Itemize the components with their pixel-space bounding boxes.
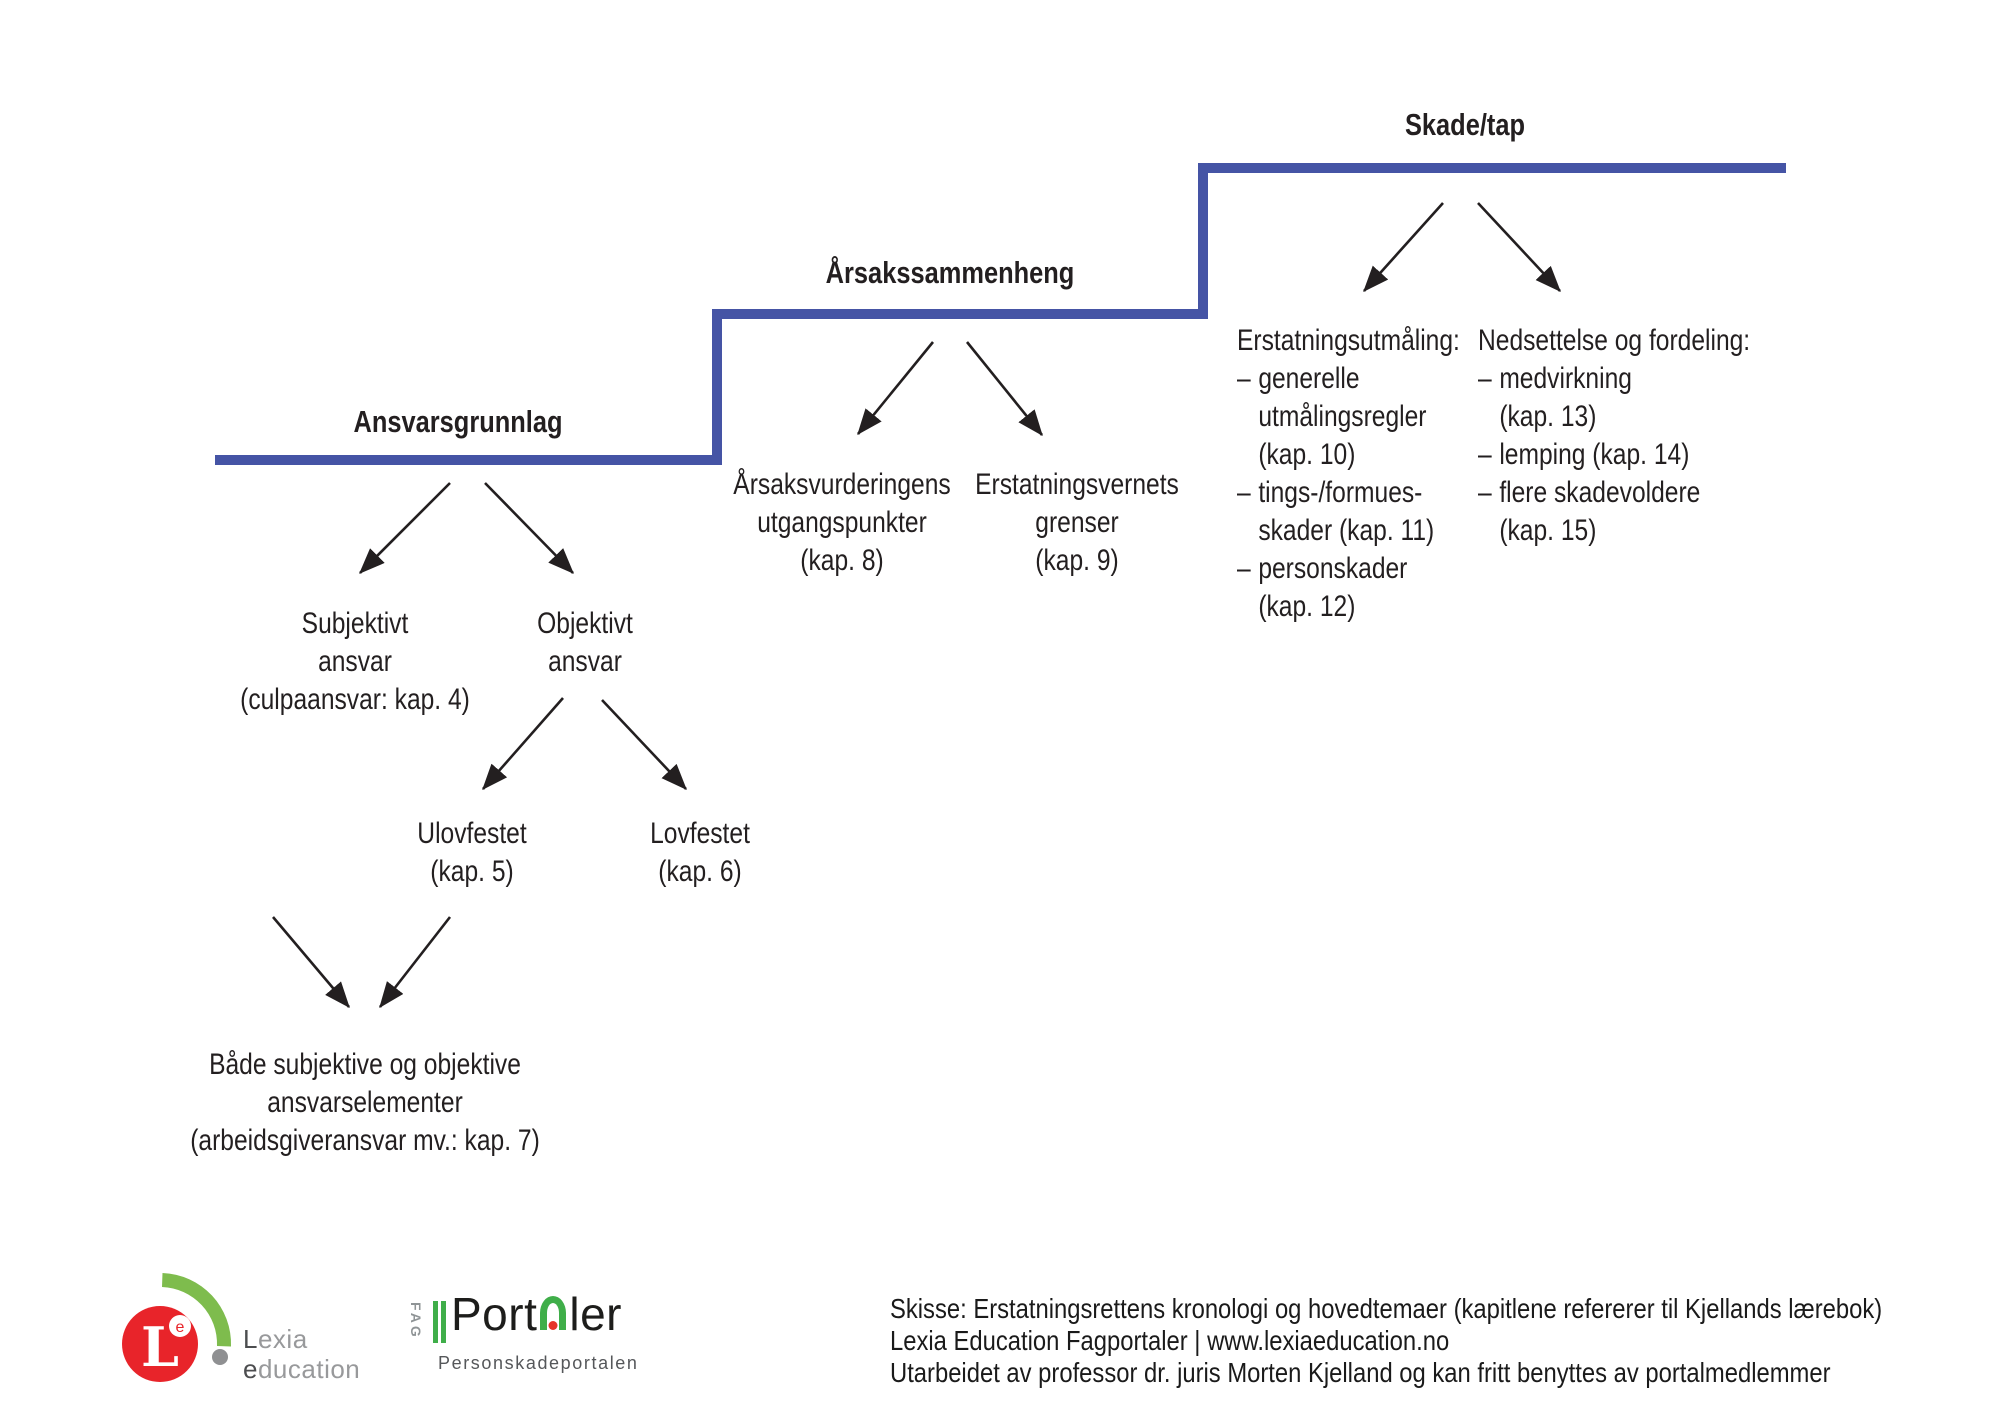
portaler-text-start: Port (451, 1288, 538, 1340)
lexia-mark-e: e (176, 1319, 185, 1336)
list-item: – tings-/formues- skader (kap. 11) (1237, 474, 1532, 550)
arrow-skade-to-utmaling (1363, 202, 1444, 292)
arrow-objektivt-to-lovfestet (601, 699, 687, 790)
arrow-skade-to-nedsettelse (1477, 202, 1561, 292)
arrow-subjektivt-to-baade (272, 916, 350, 1008)
node-objektivt-ansvar: Objektivt ansvar (537, 607, 633, 678)
arch-a-icon (540, 1296, 567, 1330)
list-nedsettelse-fordeling: Nedsettelse og fordeling: – medvirkning … (1478, 322, 1773, 550)
arrows (272, 202, 1561, 1009)
lexia-word-2: education (243, 1354, 360, 1384)
e-badge-icon (169, 1315, 191, 1337)
list-item-text: flere skadevoldere (kap. 15) (1499, 476, 1701, 547)
list-dash: – (1237, 362, 1251, 395)
lexia-education-logo: L e Lexia education (108, 1262, 478, 1392)
node-ulovfestet: Ulovfestet (kap. 5) (417, 817, 527, 888)
lexia-wordmark: Lexia education (243, 1324, 360, 1384)
list-item: – flere skadevoldere (kap. 15) (1478, 474, 1773, 550)
lexia-word2-initial: e (243, 1354, 258, 1384)
step-title-skade-tap: Skade/tap (1404, 107, 1526, 142)
green-bar-icon (441, 1301, 446, 1343)
caption-line-3: Utarbeidet av professor dr. juris Morten… (890, 1357, 1831, 1388)
step-title-ansvarsgrunnlag: Ansvarsgrunnlag (353, 404, 563, 439)
red-dot-icon (548, 1321, 558, 1330)
fag-vertical-label: FAG (408, 1302, 424, 1340)
list-item: – lemping (kap. 14) (1478, 436, 1773, 474)
caption-line-2: Lexia Education Fagportaler | www.lexiae… (890, 1325, 1450, 1356)
arrow-arsak-to-kap9 (965, 341, 1044, 437)
node-subjektivt-ansvar: Subjektivt ansvar (culpaansvar: kap. 4) (240, 607, 470, 716)
lexia-logo-icon: L e (122, 1273, 232, 1382)
lexia-word2-rest: ducation (257, 1354, 361, 1384)
list-item: – personskader (kap. 12) (1237, 550, 1532, 626)
arrow-ansvar-to-subjektivt (359, 482, 451, 574)
step-title-arsakssammenheng: Årsakssammenheng (825, 255, 1075, 290)
gray-dot-icon (212, 1349, 228, 1365)
list-item-text: tings-/formues- skader (kap. 11) (1258, 476, 1435, 547)
list-dash: – (1478, 362, 1492, 395)
node-baade-subjektive-objektive: Både subjektive og objektive ansvarselem… (190, 1048, 540, 1157)
list-dash: – (1478, 438, 1492, 471)
list-item-text: personskader (kap. 12) (1258, 552, 1408, 623)
green-arc-icon (162, 1273, 232, 1347)
caption-line-1: Skisse: Erstatningsrettens kronologi og … (890, 1293, 1883, 1324)
arrow-arsak-to-kap8 (856, 341, 935, 436)
list-item-text: medvirkning (kap. 13) (1499, 362, 1632, 433)
personskadeportalen-label: Personskadeportalen (438, 1353, 639, 1373)
node-lovfestet: Lovfestet (kap. 6) (650, 817, 750, 888)
lexia-word-1: Lexia (243, 1324, 360, 1354)
list-dash: – (1237, 476, 1251, 509)
node-arsaksvurderingens-kap8: Årsaksvurderingens utgangspunkter (kap. … (733, 468, 951, 577)
lexia-word1-initial: L (243, 1324, 258, 1354)
lexia-word1-rest: exia (257, 1324, 308, 1354)
list-dash: – (1237, 552, 1251, 585)
list-erstatningsutmaling: Erstatningsutmåling: – generelle utmålin… (1237, 322, 1532, 626)
arrow-objektivt-to-ulovfestet (482, 697, 564, 790)
list-title-nedsettelse: Nedsettelse og fordeling: (1478, 324, 1751, 357)
staircase-line (215, 163, 1786, 465)
portaler-text-end: ler (569, 1288, 622, 1340)
arrow-ulovfestet-to-baade (378, 916, 452, 1009)
list-item: – medvirkning (kap. 13) (1478, 360, 1773, 436)
list-item-text: lemping (kap. 14) (1499, 438, 1690, 471)
list-dash: – (1478, 476, 1492, 509)
node-erstatningsvernets-kap9: Erstatningsvernets grenser (kap. 9) (975, 468, 1179, 577)
green-bar-icon (433, 1301, 438, 1343)
list-item: – generelle utmålingsregler (kap. 10) (1237, 360, 1532, 474)
list-title-erstatningsutmaling: Erstatningsutmåling: (1237, 324, 1460, 357)
caption-block: Skisse: Erstatningsrettens kronologi og … (890, 1293, 1882, 1389)
list-item-text: generelle utmålingsregler (kap. 10) (1258, 362, 1427, 471)
arrow-ansvar-to-objektivt (484, 482, 574, 574)
